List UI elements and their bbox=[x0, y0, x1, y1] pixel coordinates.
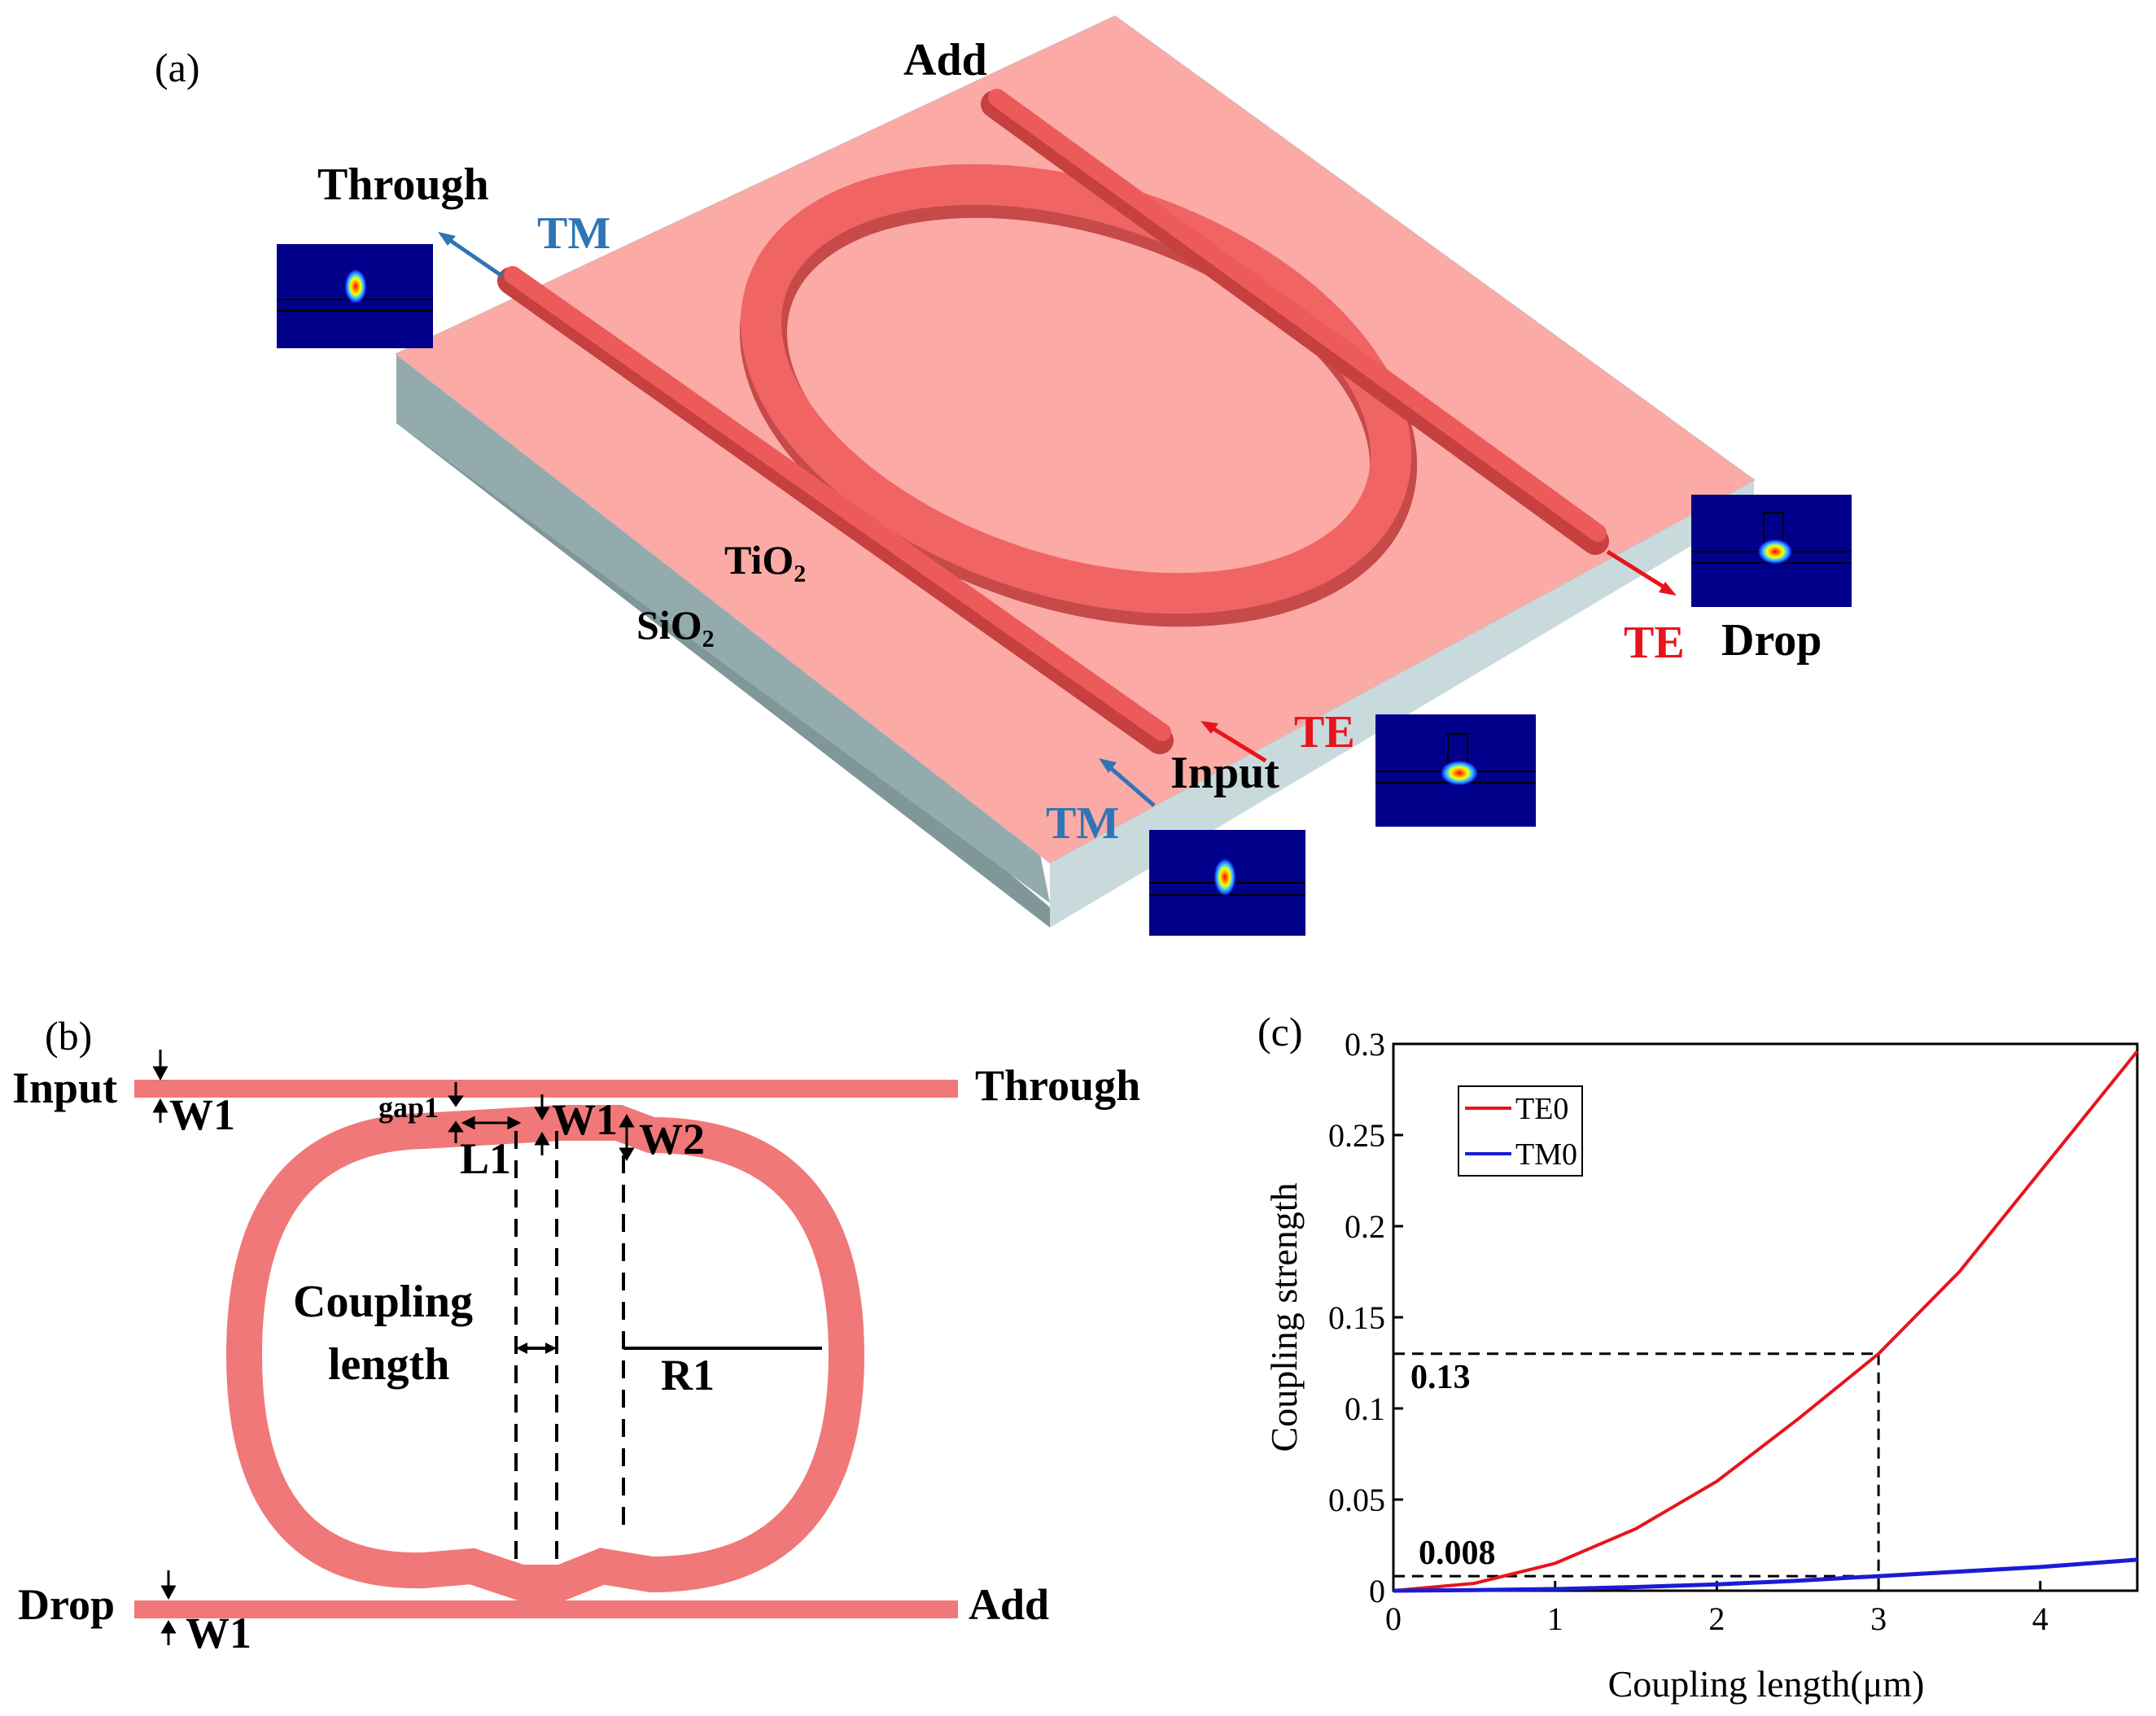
y-tick-label: 0 bbox=[1369, 1573, 1385, 1609]
y-tick-label: 0.1 bbox=[1345, 1391, 1385, 1427]
x-tick-label: 4 bbox=[2032, 1600, 2049, 1637]
label-w1-top: W1 bbox=[169, 1090, 235, 1139]
legend-label-tm0: TM0 bbox=[1515, 1137, 1577, 1172]
l1-arrow bbox=[461, 1116, 522, 1130]
chart-series bbox=[1393, 1050, 2139, 1593]
panel-a: (a) Add Through TM TiO₂ SiO₂ TE Input bbox=[155, 15, 1852, 936]
x-tick-label: 2 bbox=[1708, 1600, 1725, 1637]
panel-c-letter: (c) bbox=[1257, 1009, 1303, 1054]
panel-c: (c) 0 1 2 3 4 0 0.05 0.1 0.15 0.2 0.25 0.3 0.13 0.0… bbox=[1257, 1009, 2139, 1705]
label-l1: L1 bbox=[460, 1134, 511, 1183]
series-line-tm0 bbox=[1393, 1557, 2138, 1593]
w2-arrow bbox=[619, 1114, 635, 1161]
label-gap1: gap1 bbox=[378, 1091, 439, 1124]
chart-annotation-013: 0.13 bbox=[1410, 1359, 1471, 1396]
chart-annotation-0008: 0.008 bbox=[1419, 1535, 1496, 1572]
x-tick-label: 0 bbox=[1385, 1600, 1402, 1637]
x-tick-label: 1 bbox=[1547, 1600, 1563, 1637]
label-tio2: TiO₂ bbox=[724, 537, 806, 583]
legend-box bbox=[1458, 1085, 1583, 1177]
chart-guide-lines bbox=[1393, 1352, 1880, 1591]
y-tick-label: 0.2 bbox=[1345, 1208, 1385, 1245]
label-tm-input: TM bbox=[1046, 798, 1119, 849]
label-input: Input bbox=[1170, 748, 1279, 798]
w1-top-arrows bbox=[152, 1050, 168, 1123]
legend-label-te0: TE0 bbox=[1515, 1092, 1568, 1126]
slab-left-face bbox=[396, 354, 1050, 903]
arrow-drop-te bbox=[1606, 549, 1677, 596]
label-input-b: Input bbox=[12, 1063, 117, 1112]
label-through-b: Through bbox=[975, 1061, 1140, 1110]
label-w1-mid: W1 bbox=[552, 1095, 618, 1144]
w1-mid-arrows bbox=[534, 1094, 550, 1155]
bus-waveguide-through-input bbox=[497, 266, 1174, 754]
panel-b: (b) bbox=[12, 1013, 1140, 1657]
label-w1-bottom: W1 bbox=[186, 1609, 251, 1657]
mode-profile-through-tm bbox=[277, 244, 433, 348]
bottom-bus-waveguide bbox=[134, 1600, 958, 1618]
y-tick-label: 0.3 bbox=[1345, 1026, 1385, 1063]
label-r1: R1 bbox=[661, 1351, 715, 1399]
label-te-input: TE bbox=[1294, 707, 1355, 758]
label-drop: Drop bbox=[1721, 615, 1821, 666]
mode-profile-input-te bbox=[1375, 714, 1536, 827]
arrow-through-tm bbox=[438, 232, 505, 279]
mode-profile-drop-te bbox=[1691, 495, 1852, 607]
chart-y-label: Coupling strength bbox=[1263, 1183, 1305, 1452]
label-add-b: Add bbox=[969, 1580, 1049, 1629]
y-tick-label: 0.15 bbox=[1328, 1299, 1385, 1336]
chart-x-label: Coupling length(μm) bbox=[1608, 1663, 1925, 1705]
bus-waveguide-add-drop bbox=[981, 89, 1609, 555]
label-sio2: SiO₂ bbox=[636, 602, 715, 648]
label-w2: W2 bbox=[639, 1115, 705, 1164]
gap1-arrows bbox=[448, 1082, 464, 1143]
y-tick-label: 0.25 bbox=[1328, 1117, 1385, 1154]
label-tm-through: TM bbox=[537, 208, 610, 259]
top-bus-waveguide bbox=[134, 1080, 958, 1098]
coupling-length-arrow bbox=[516, 1343, 557, 1354]
chart-legend: TE0 TM0 bbox=[1458, 1085, 1583, 1177]
chart-ticks: 0 1 2 3 4 0 0.05 0.1 0.15 0.2 0.25 0.3 bbox=[1328, 1026, 2049, 1637]
label-drop-b: Drop bbox=[18, 1580, 115, 1629]
y-tick-label: 0.05 bbox=[1328, 1482, 1385, 1518]
label-through: Through bbox=[317, 159, 489, 210]
label-coupling-line2: length bbox=[328, 1339, 449, 1390]
ring-2d bbox=[225, 1105, 865, 1600]
panel-b-letter: (b) bbox=[45, 1013, 92, 1059]
label-te-drop: TE bbox=[1624, 618, 1685, 668]
arrow-input-tm bbox=[1099, 758, 1156, 807]
slab-top-surface bbox=[395, 15, 1756, 864]
series-line-te0 bbox=[1393, 1050, 2139, 1592]
panel-a-letter: (a) bbox=[155, 45, 200, 90]
x-tick-label: 3 bbox=[1870, 1600, 1887, 1637]
arrow-input-te bbox=[1200, 721, 1267, 763]
mode-profile-input-tm bbox=[1149, 830, 1305, 936]
label-add: Add bbox=[903, 35, 987, 85]
slab-front-side bbox=[1050, 480, 1754, 928]
substrate-slab bbox=[395, 15, 1756, 928]
w1-bottom-arrows bbox=[160, 1570, 177, 1645]
label-coupling-line1: Coupling bbox=[293, 1277, 473, 1327]
coupling-dashed-lines bbox=[514, 1131, 625, 1562]
